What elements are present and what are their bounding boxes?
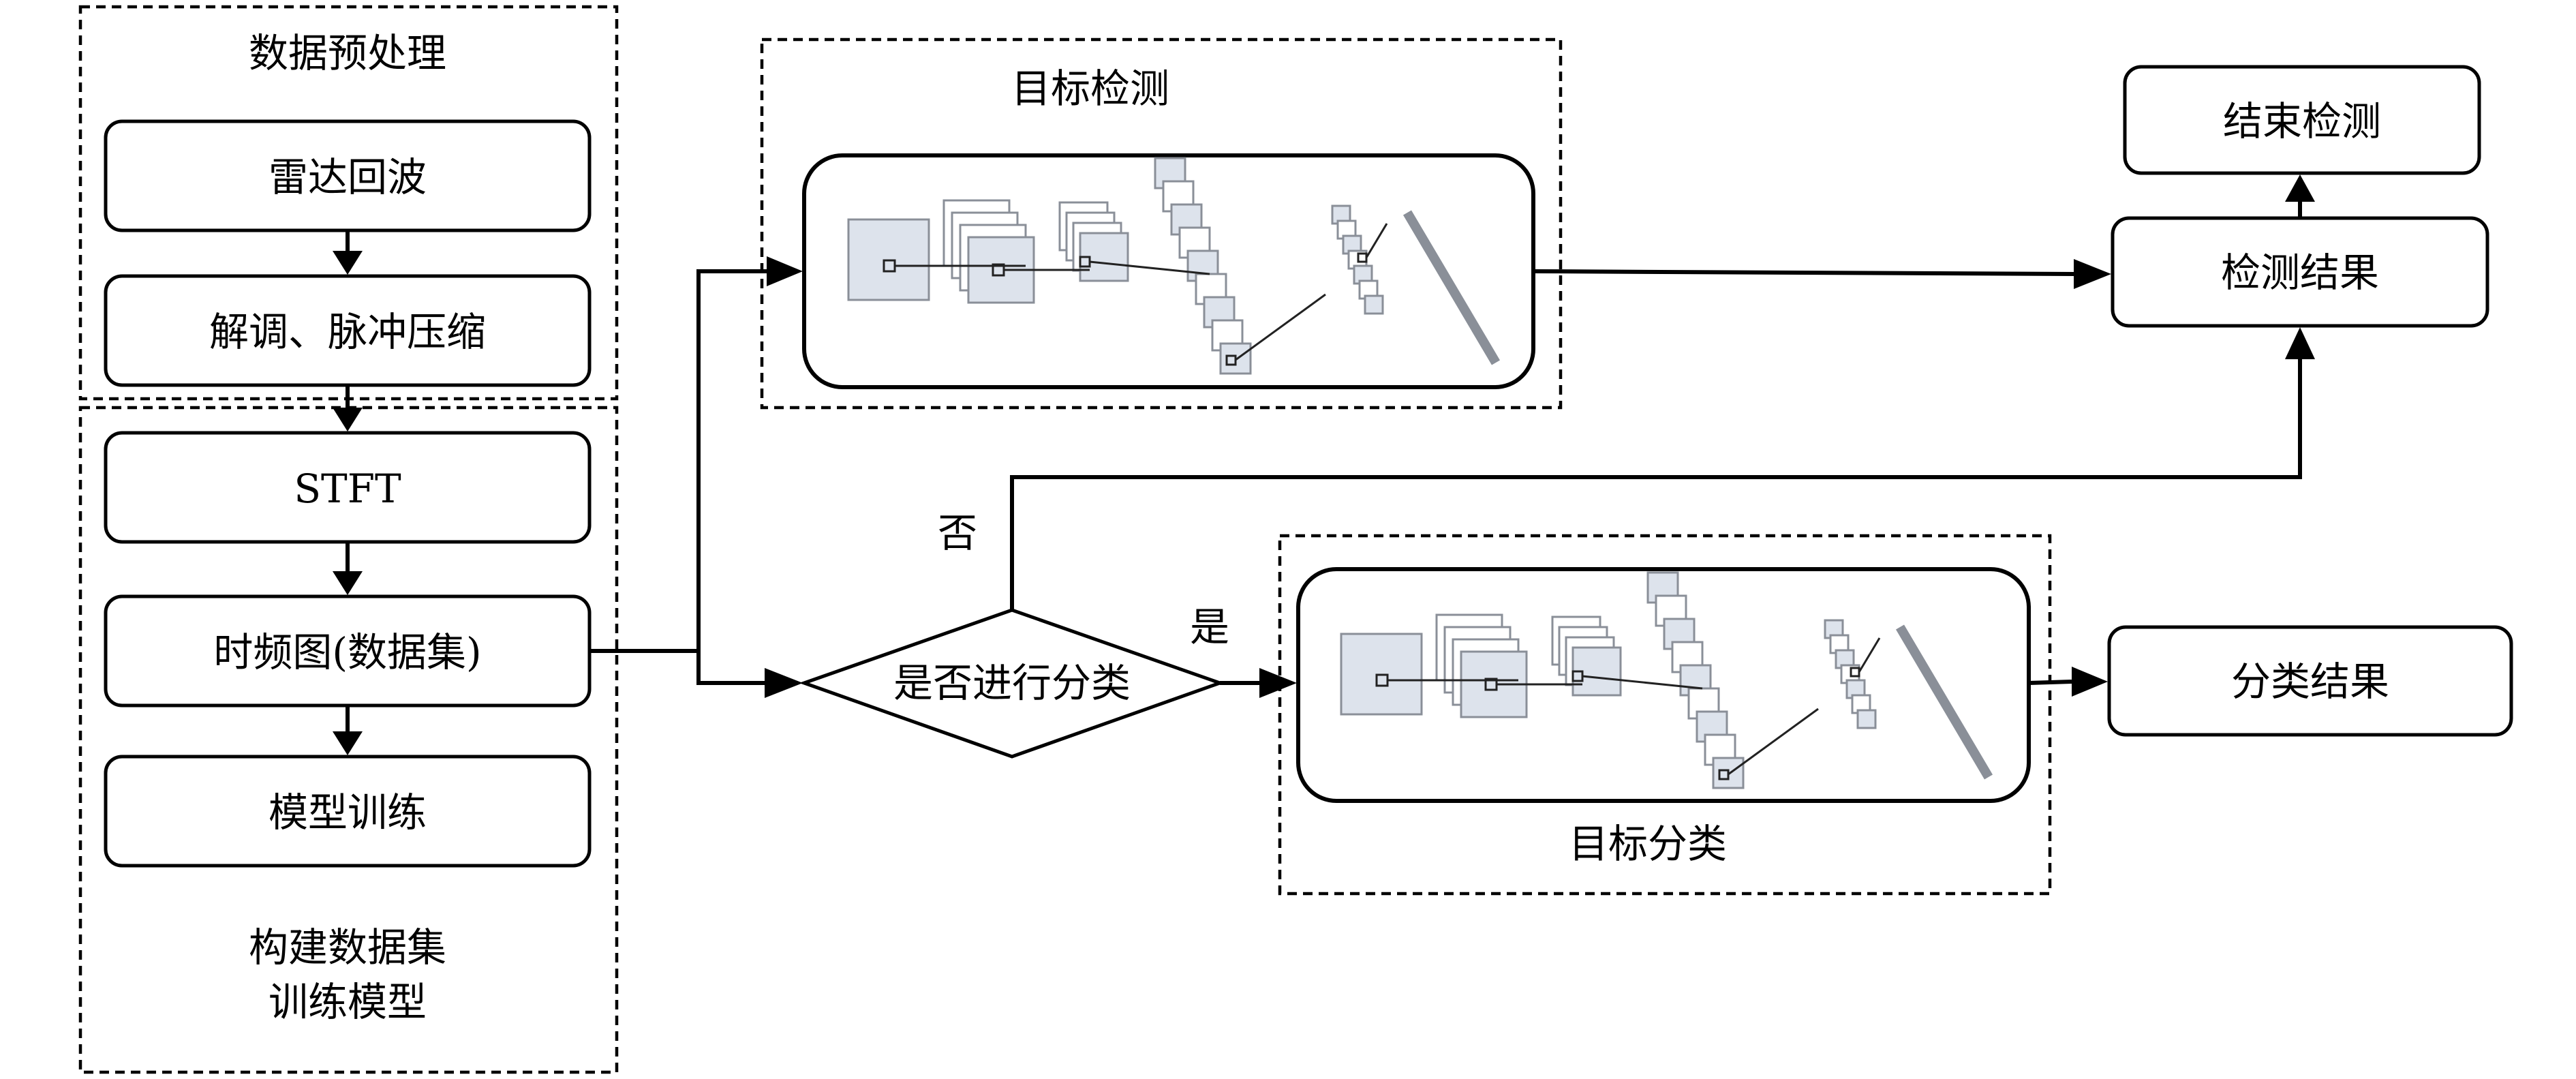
- node-train: [104, 755, 592, 868]
- edge-branch-detection: [696, 269, 770, 651]
- group-classification-label: 目标分类: [1569, 821, 1727, 867]
- arrowhead: [765, 668, 803, 698]
- node-detection-result-label: 检测结果: [2221, 249, 2379, 296]
- arrowhead: [333, 408, 363, 431]
- decision-diamond: [799, 608, 1225, 759]
- arrowhead: [767, 256, 803, 286]
- group-classification: [1278, 534, 2052, 896]
- arrowhead: [2285, 174, 2315, 202]
- edge-no-label: 否: [938, 510, 977, 556]
- node-demod-label: 解调、脉冲压缩: [209, 309, 486, 355]
- decision-label: 是否进行分类: [893, 660, 1131, 706]
- group-detection: [760, 37, 1563, 410]
- node-radar-echo-label: 雷达回波: [269, 154, 427, 200]
- node-stft-label: STFT: [294, 466, 401, 512]
- edge-detection-result: [1533, 269, 2076, 276]
- arrowhead: [333, 731, 363, 755]
- node-tf-map-label: 时频图(数据集): [213, 629, 481, 675]
- arrowhead: [1259, 668, 1297, 698]
- arrowhead: [333, 571, 363, 595]
- edge-classification-result: [2028, 680, 2072, 685]
- arrowhead: [333, 251, 363, 275]
- arrowhead: [2074, 259, 2111, 289]
- group-dataset-label-line2: 训练模型: [269, 979, 427, 1025]
- node-end-detection: [2123, 65, 2481, 175]
- arrowhead: [2072, 667, 2108, 697]
- edge-yes-label: 是: [1190, 604, 1229, 650]
- node-classification-result: [2107, 625, 2513, 737]
- node-end-detection-label: 结束检测: [2223, 98, 2381, 145]
- edge-decision-no: [1010, 358, 2302, 610]
- group-preprocess-label: 数据预处理: [249, 30, 446, 76]
- arrowhead: [2285, 327, 2315, 359]
- node-train-label: 模型训练: [269, 789, 427, 836]
- node-classification-result-label: 分类结果: [2231, 658, 2389, 705]
- edge-branch-decision: [696, 651, 767, 685]
- group-detection-label: 目标检测: [1011, 65, 1169, 112]
- group-dataset-label-line1: 构建数据集: [249, 924, 446, 971]
